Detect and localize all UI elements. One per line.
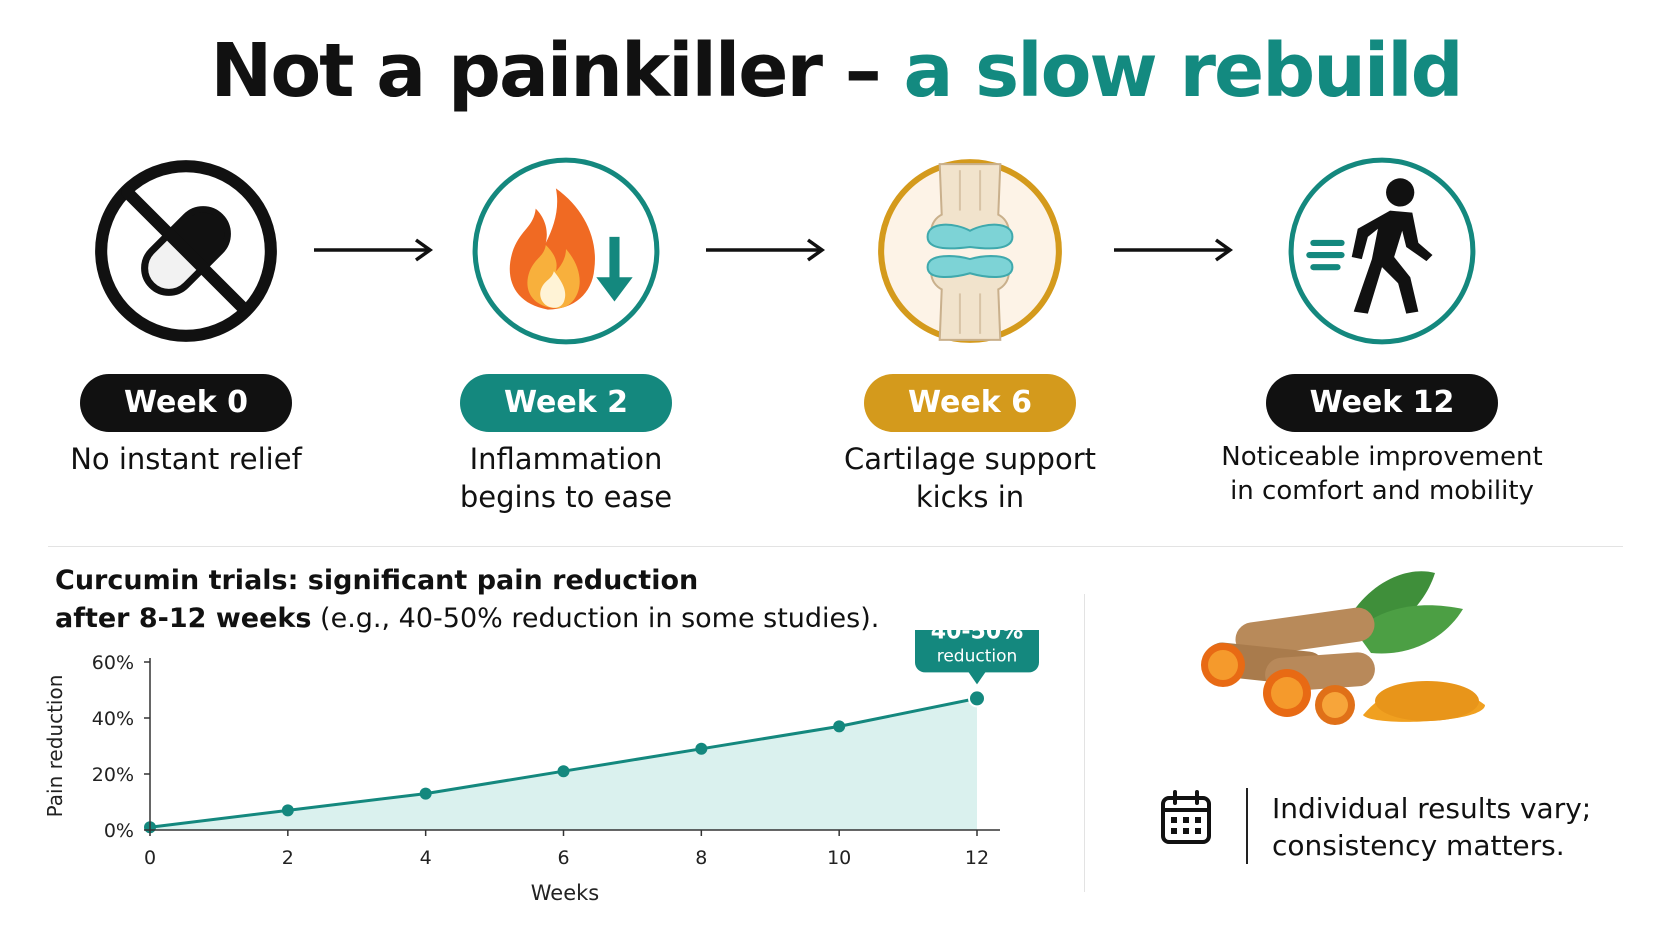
y-axis-label: Pain reduction (43, 675, 67, 818)
walking-person-icon (1281, 150, 1483, 352)
arrow-right-icon (1114, 238, 1234, 262)
chart-heading: Curcumin trials: significant pain reduct… (55, 565, 880, 634)
column-divider (1084, 594, 1085, 892)
x-axis-label: Weeks (531, 881, 599, 905)
y-tick-label: 60% (92, 652, 134, 674)
x-tick-label: 10 (827, 847, 851, 869)
x-tick-label: 0 (144, 847, 156, 869)
callout-pointer (968, 671, 986, 685)
knee-joint-icon (869, 150, 1071, 352)
x-tick-label: 6 (557, 847, 569, 869)
title-part-2: a slow rebuild (903, 28, 1463, 114)
week-0-badge: Week 0 (80, 374, 292, 432)
x-tick-label: 12 (965, 847, 989, 869)
fire-down-icon (465, 150, 667, 352)
x-tick-label: 4 (420, 847, 432, 869)
data-point (419, 787, 432, 800)
y-tick-label: 20% (92, 764, 134, 786)
x-tick-label: 8 (695, 847, 707, 869)
calendar-icon (1161, 790, 1211, 844)
page-title: Not a painkiller – a slow rebuild (0, 28, 1672, 114)
callout-line-1: 40-50% (931, 630, 1023, 644)
note-separator (1246, 788, 1248, 864)
pain-reduction-chart: 0 2 4 6 8 10 12 0% 20% 40% 60% Pain reduction Week… (43, 630, 1039, 905)
arrow-right-icon (314, 238, 434, 262)
week-6-badge: Week 6 (864, 374, 1076, 432)
timeline-step-week-0: Week 0 No instant relief (6, 150, 366, 478)
data-point (968, 689, 986, 708)
week-2-badge: Week 2 (460, 374, 672, 432)
week-0-caption: No instant relief (70, 442, 302, 476)
data-point (557, 765, 570, 778)
y-tick-label: 0% (104, 820, 134, 842)
annotation-callout: 40-50% reduction (915, 630, 1039, 685)
data-point (281, 804, 294, 817)
area-fill (150, 698, 977, 830)
arrow-right-icon (706, 238, 826, 262)
y-tick-label: 40% (92, 708, 134, 730)
data-point (695, 742, 708, 755)
callout-box (915, 630, 1039, 673)
callout-line-2: reduction (937, 646, 1018, 666)
data-point (833, 720, 846, 733)
week-12-badge: Week 12 (1265, 374, 1499, 432)
no-pill-icon (85, 150, 287, 352)
section-divider (48, 546, 1623, 547)
turmeric-image (1201, 571, 1485, 725)
title-part-1: Not a painkiller – (210, 28, 904, 114)
disclaimer-note: Individual results vary;consistency matt… (1272, 792, 1592, 862)
x-tick-label: 2 (282, 847, 294, 869)
